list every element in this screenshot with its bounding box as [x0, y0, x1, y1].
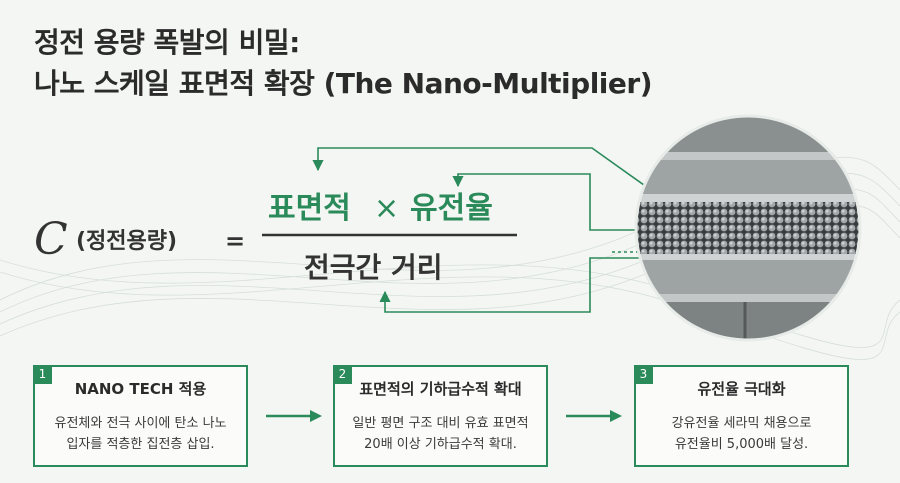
connector-arrow-distance	[379, 257, 656, 313]
step-arrow-1	[266, 410, 322, 422]
micrograph-image	[636, 116, 860, 340]
title-line-1: 정전 용량 폭발의 비밀:	[34, 26, 300, 59]
formula-numerator-surface-area: 표면적	[268, 191, 351, 226]
step-title-3: 유전율 극대화	[697, 380, 786, 398]
step-title-1: NANO TECH 적용	[74, 380, 207, 398]
connector-arrow-surface-area	[312, 147, 673, 206]
step-card-1: 1 NANO TECH 적용 유전체와 전극 사이에 탄소 나노 입자를 적층한…	[33, 365, 248, 467]
step-card-2: 2 표면적의 기하급수적 확대 일반 평면 구조 대비 유효 표면적 20배 이…	[333, 365, 548, 467]
step-card-3: 3 유전율 극대화 강유전율 세라믹 채용으로 유전율비 5,000배 달성.	[634, 365, 849, 467]
formula-variable: C	[34, 214, 68, 265]
step-number-2: 2	[333, 365, 352, 384]
step-desc-2: 일반 평면 구조 대비 유효 표면적 20배 이상 기하급수적 확대.	[352, 416, 529, 452]
micrograph-frame	[634, 114, 862, 342]
step-title-2: 표면적의 기하급수적 확대	[359, 380, 522, 398]
formula-equals: =	[225, 227, 245, 255]
formula-denominator-distance: 전극간 거리	[304, 251, 443, 284]
title-line-2: 나노 스케일 표면적 확장 (The Nano-Multiplier)	[34, 67, 653, 100]
page-title: 정전 용량 폭발의 비밀: 나노 스케일 표면적 확장 (The Nano-Mu…	[34, 22, 653, 104]
formula-times-sign: ×	[374, 191, 399, 226]
step-number-1: 1	[33, 365, 52, 384]
formula-variable-label: (정전용량)	[76, 229, 177, 254]
step-arrow-2	[566, 410, 622, 422]
connector-arrow-permittivity	[452, 173, 660, 231]
step-desc-1: 유전체와 전극 사이에 탄소 나노 입자를 적층한 집전층 삽입.	[54, 416, 227, 452]
step-number-3: 3	[634, 365, 653, 384]
step-desc-3: 강유전율 세라믹 채용으로 유전율비 5,000배 달성.	[671, 416, 812, 452]
formula-numerator-permittivity: 유전율	[410, 191, 493, 226]
